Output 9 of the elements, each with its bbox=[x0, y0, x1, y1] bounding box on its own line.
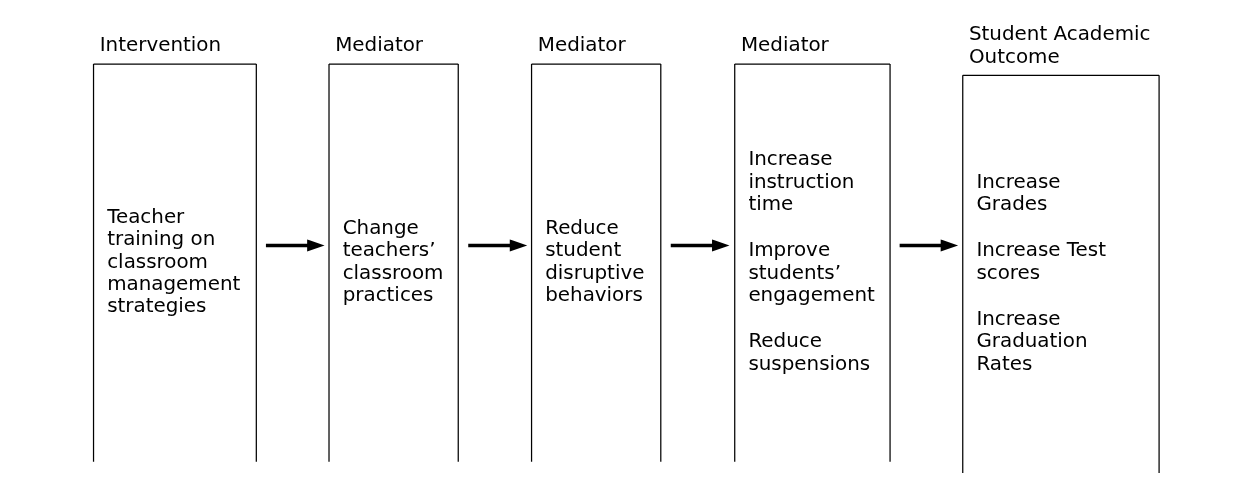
arrow bbox=[265, 239, 325, 252]
node-text: Mediator Reduce student disruptive behaviors bbox=[537, 33, 644, 307]
node-text: Mediator Increase instruction time Improve students’ engagement Reduce suspensions bbox=[740, 33, 875, 375]
node-text: Mediator Change teachers’ classroom practices bbox=[334, 33, 443, 307]
node-text: Student Academic Outcome Increase Grades Increase Test scores Increase Graduation Rates bbox=[968, 22, 1151, 375]
arrow bbox=[899, 239, 958, 252]
arrow bbox=[670, 239, 729, 252]
node-text: Intervention Teacher training on classroom management strategies bbox=[99, 33, 240, 318]
arrow bbox=[467, 239, 527, 252]
